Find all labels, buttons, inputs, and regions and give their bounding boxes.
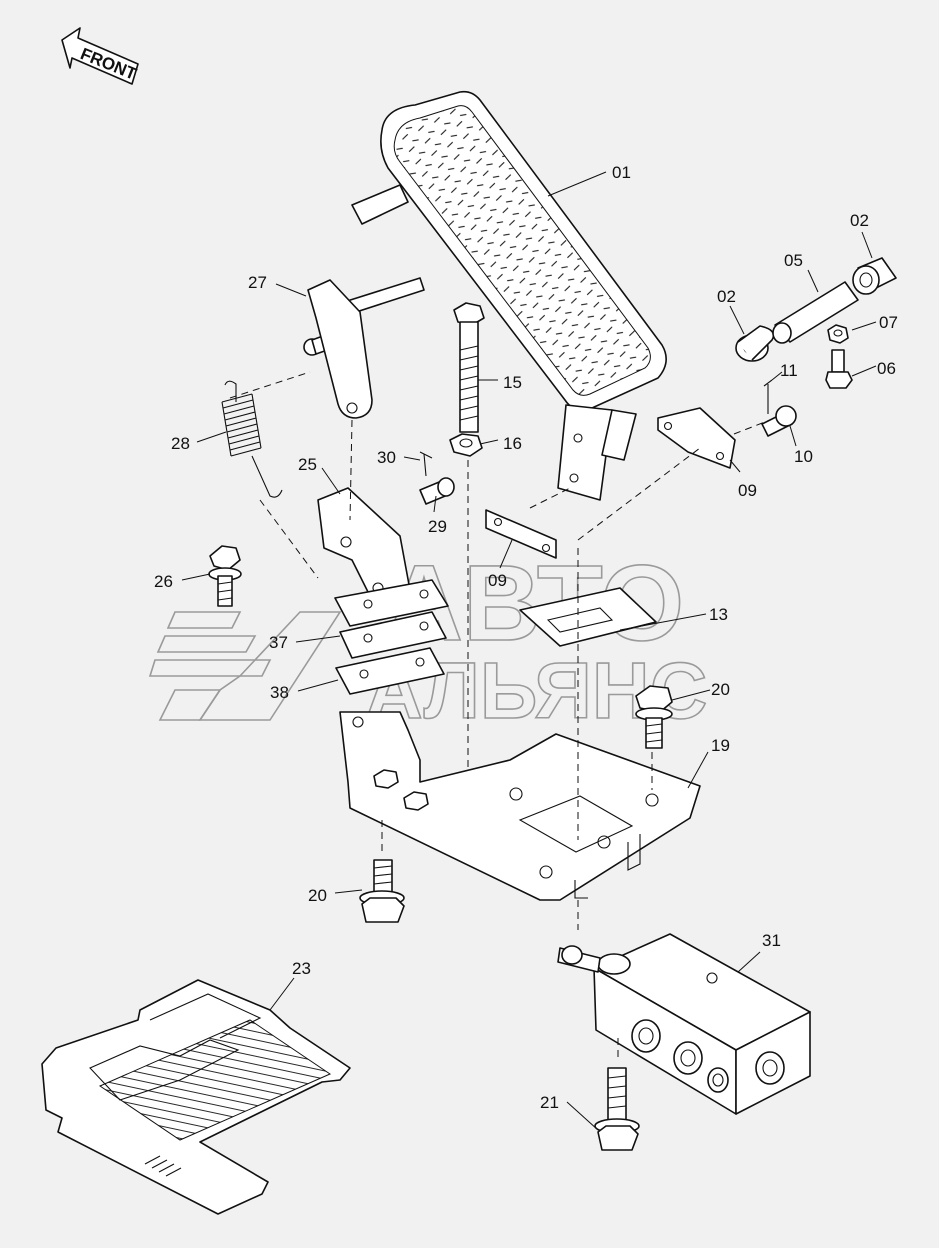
callout-20-left: 20 — [308, 886, 327, 905]
bolt-part-15 — [453, 302, 485, 433]
callout-38: 38 — [270, 683, 289, 702]
callout-29: 29 — [428, 517, 447, 536]
front-arrow: FRONT — [61, 27, 140, 85]
nut-part-16 — [449, 433, 483, 457]
spring-part-28 — [221, 380, 283, 498]
callout-09-left: 09 — [488, 571, 507, 590]
callout-07: 07 — [879, 313, 898, 332]
callout-25: 25 — [298, 455, 317, 474]
callout-01: 01 — [612, 163, 631, 182]
callout-23: 23 — [292, 959, 311, 978]
lever-part-27 — [303, 277, 425, 419]
bushing-part-02a — [735, 325, 775, 362]
shim-part-38 — [335, 647, 445, 695]
plate-part-09a — [657, 407, 736, 469]
callout-02-left: 02 — [717, 287, 736, 306]
callout-30: 30 — [377, 448, 396, 467]
callout-31: 31 — [762, 931, 781, 950]
shim-part-37 — [334, 579, 449, 659]
pin-part-10 — [761, 405, 797, 437]
nut-part-07 — [827, 324, 849, 344]
front-arrow-label: FRONT — [78, 44, 140, 84]
callout-10: 10 — [794, 447, 813, 466]
callout-13: 13 — [709, 605, 728, 624]
callout-09-right: 09 — [738, 481, 757, 500]
watermark-logo-icon — [148, 611, 342, 721]
callout-15: 15 — [503, 373, 522, 392]
callout-28: 28 — [171, 434, 190, 453]
callout-06: 06 — [877, 359, 896, 378]
plate-part-13 — [519, 587, 657, 647]
pin-part-29 — [419, 477, 455, 505]
cotter-pin-part-11 — [763, 379, 773, 414]
bolt-part-26 — [208, 545, 242, 607]
plate-part-09b — [485, 509, 557, 559]
flange-bolt-part-21 — [594, 1067, 640, 1151]
bolt-part-06 — [825, 349, 853, 389]
callout-05: 05 — [784, 251, 803, 270]
flange-bolt-part-20b — [359, 859, 405, 923]
pin-part-05 — [772, 281, 859, 344]
callout-02-top: 02 — [850, 211, 869, 230]
callout-20-right: 20 — [711, 680, 730, 699]
leader-lines — [181, 171, 877, 1131]
callout-11: 11 — [780, 361, 798, 380]
bracket-part-25 — [317, 487, 411, 601]
bushing-part-02b — [852, 257, 897, 295]
floor-mat-part-23 — [41, 979, 351, 1215]
valve-part-31 — [557, 933, 811, 1115]
callout-19: 19 — [711, 736, 730, 755]
callout-27: 27 — [248, 273, 267, 292]
callout-26: 26 — [154, 572, 173, 591]
callout-16: 16 — [503, 434, 522, 453]
flange-bolt-part-20a — [635, 685, 673, 749]
cotter-pin-part-30 — [419, 451, 433, 477]
pedal-part-01 — [351, 90, 667, 501]
callout-labels: 01 02 02 05 06 07 09 09 10 11 13 15 16 1… — [154, 163, 898, 1112]
callout-37: 37 — [269, 633, 288, 652]
callout-21: 21 — [540, 1093, 559, 1112]
